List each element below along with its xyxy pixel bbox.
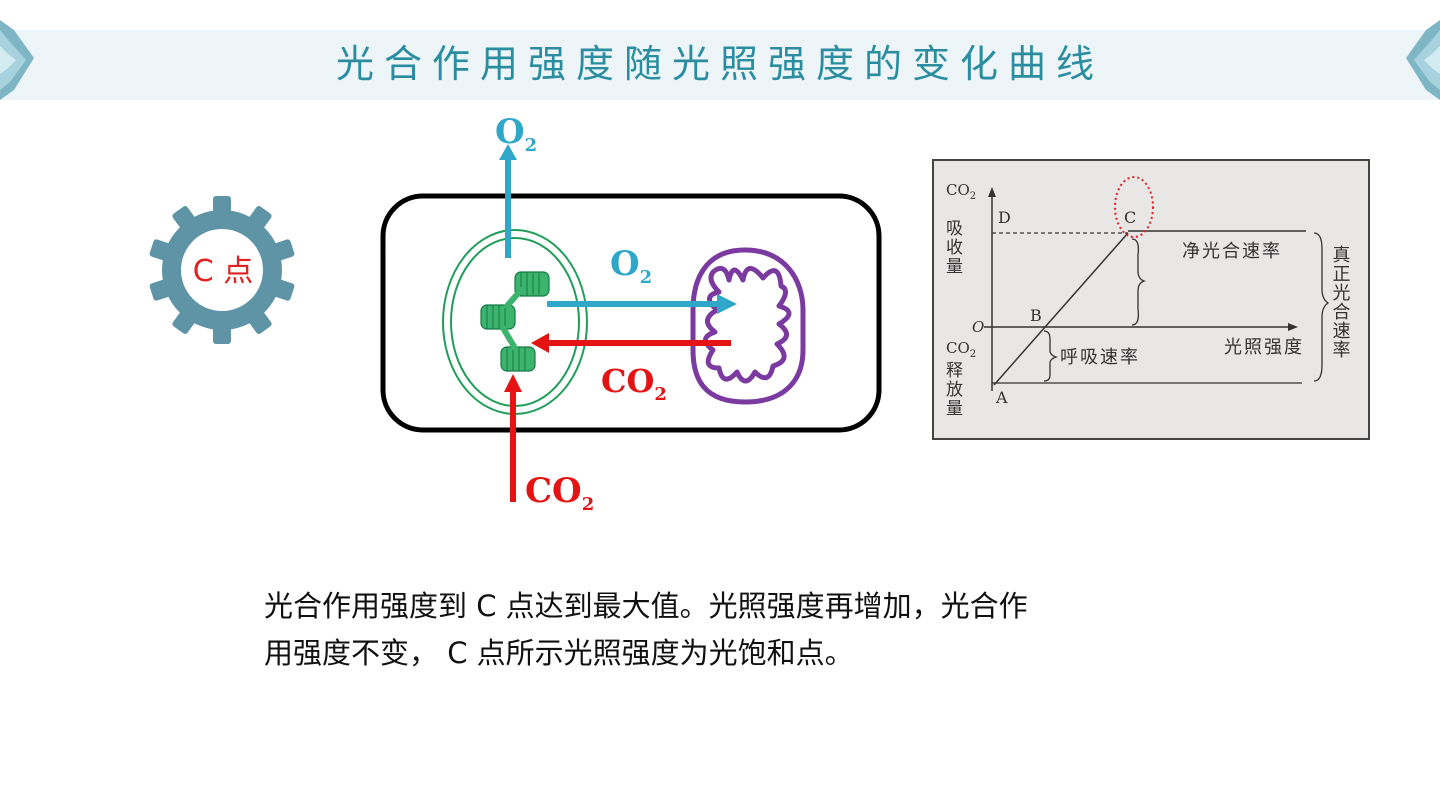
y-bottom-label: CO2 — [946, 339, 976, 360]
respiration-rate-label: 呼吸速率 — [1060, 347, 1140, 368]
title-banner — [0, 30, 1440, 100]
net-rate-brace — [1131, 238, 1147, 326]
origin-label: O — [972, 318, 984, 336]
point-a-label: A — [995, 388, 1008, 407]
co2-transfer-arrow — [531, 333, 731, 353]
gear-icon — [149, 196, 295, 344]
x-axis-label: 光照强度 — [1224, 337, 1304, 358]
o2-mid-label: O2 — [610, 244, 652, 288]
light-response-curve-chart: CO2 吸收量 CO2 释放量 O D C B A 净光合速率 呼吸速率 光照强… — [932, 159, 1370, 440]
point-c-label: C — [1124, 208, 1136, 227]
y-bottom-label-rest: 释放量 — [942, 361, 963, 418]
corner-ornament-right-icon — [1406, 20, 1440, 100]
curve-line — [993, 232, 1129, 386]
co2-uptake-arrow — [504, 374, 522, 502]
mitochondrion-icon — [690, 247, 806, 405]
true-rate-brace — [1313, 232, 1330, 382]
chart-photo-background — [932, 159, 1370, 440]
corner-ornament-left-icon — [0, 20, 34, 100]
y-top-label: CO2 — [946, 181, 976, 202]
respiration-brace — [1043, 330, 1059, 382]
badge-label: C 点 — [192, 254, 254, 289]
slide-title: 光合作用强度随光照强度的变化曲线 — [335, 42, 1104, 86]
point-c-highlight — [1114, 176, 1154, 238]
explanation-text: 光合作用强度到 C 点达到最大值。光照强度再增加，光合作 用强度不变， C 点所… — [264, 583, 1164, 677]
explanation-line-1: 光合作用强度到 C 点达到最大值。光照强度再增加，光合作 — [264, 589, 1028, 623]
point-d-label: D — [998, 208, 1011, 227]
o2-top-label: O2 — [495, 112, 537, 156]
chloroplast-icon — [442, 229, 588, 415]
co2-mid-label: CO2 — [601, 362, 667, 405]
y-top-label-rest: 吸收量 — [942, 219, 963, 276]
true-rate-label: 真正光合速率 — [1330, 245, 1351, 359]
point-b-label: B — [1030, 306, 1042, 325]
o2-transfer-arrow — [547, 294, 737, 314]
o2-release-arrow — [499, 144, 517, 258]
cell-gas-exchange-diagram: O2 O2 CO2 CO2 — [380, 112, 882, 515]
net-rate-label: 净光合速率 — [1182, 241, 1282, 262]
explanation-line-2: 用强度不变， C 点所示光照强度为光饱和点。 — [264, 636, 854, 670]
co2-bottom-label: CO2 — [525, 471, 594, 515]
cell-outline — [380, 193, 882, 433]
